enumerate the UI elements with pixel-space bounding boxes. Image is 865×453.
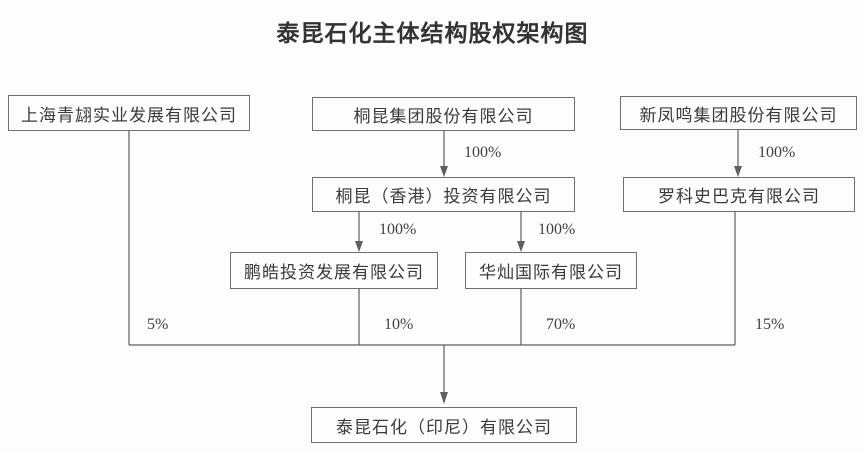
node-huacan: 华灿国际有限公司 xyxy=(465,252,637,289)
node-xinfengming-group: 新凤鸣集团股份有限公司 xyxy=(620,96,857,130)
node-label: 上海青翃实业发展有限公司 xyxy=(21,105,237,125)
node-label: 罗科史巴克有限公司 xyxy=(658,187,820,206)
pct-hk-to-penghao: 100% xyxy=(379,221,417,238)
pct-huacan-share: 70% xyxy=(546,316,576,333)
node-luokeshibake: 罗科史巴克有限公司 xyxy=(623,177,855,212)
node-label: 新凤鸣集团股份有限公司 xyxy=(639,105,838,125)
node-label: 桐昆集团股份有限公司 xyxy=(353,106,534,126)
node-penghao: 鹏皓投资发展有限公司 xyxy=(230,252,438,289)
node-label: 泰昆石化（印尼）有限公司 xyxy=(336,417,552,437)
pct-xfm-to-lksbk: 100% xyxy=(758,144,796,161)
pct-penghao-share: 10% xyxy=(384,316,414,333)
node-shanghai-qingxiang: 上海青翃实业发展有限公司 xyxy=(8,95,250,131)
pct-qingxiang-share: 5% xyxy=(147,316,169,333)
arrowhead-xfm-to-lksbk xyxy=(734,166,742,177)
arrowhead-tongkun-to-hk xyxy=(440,166,448,177)
arrowhead-hk-to-penghao xyxy=(355,241,363,252)
arrowhead-bus-to-taikun xyxy=(440,392,448,404)
pct-lksbk-share: 15% xyxy=(755,316,785,333)
node-label: 桐昆（香港）投资有限公司 xyxy=(335,187,552,206)
node-label: 华灿国际有限公司 xyxy=(479,263,623,282)
arrowhead-hk-to-huacan xyxy=(517,241,525,252)
pct-hk-to-huacan: 100% xyxy=(538,221,576,238)
node-label: 鹏皓投资发展有限公司 xyxy=(244,263,424,282)
node-tongkun-hongkong: 桐昆（香港）投资有限公司 xyxy=(312,177,575,212)
pct-tongkun-to-hk: 100% xyxy=(464,144,502,161)
node-tongkun-group: 桐昆集团股份有限公司 xyxy=(312,97,575,131)
node-taikun-indonesia: 泰昆石化（印尼）有限公司 xyxy=(311,407,577,443)
diagram-title: 泰昆石化主体结构股权架构图 xyxy=(276,21,589,46)
